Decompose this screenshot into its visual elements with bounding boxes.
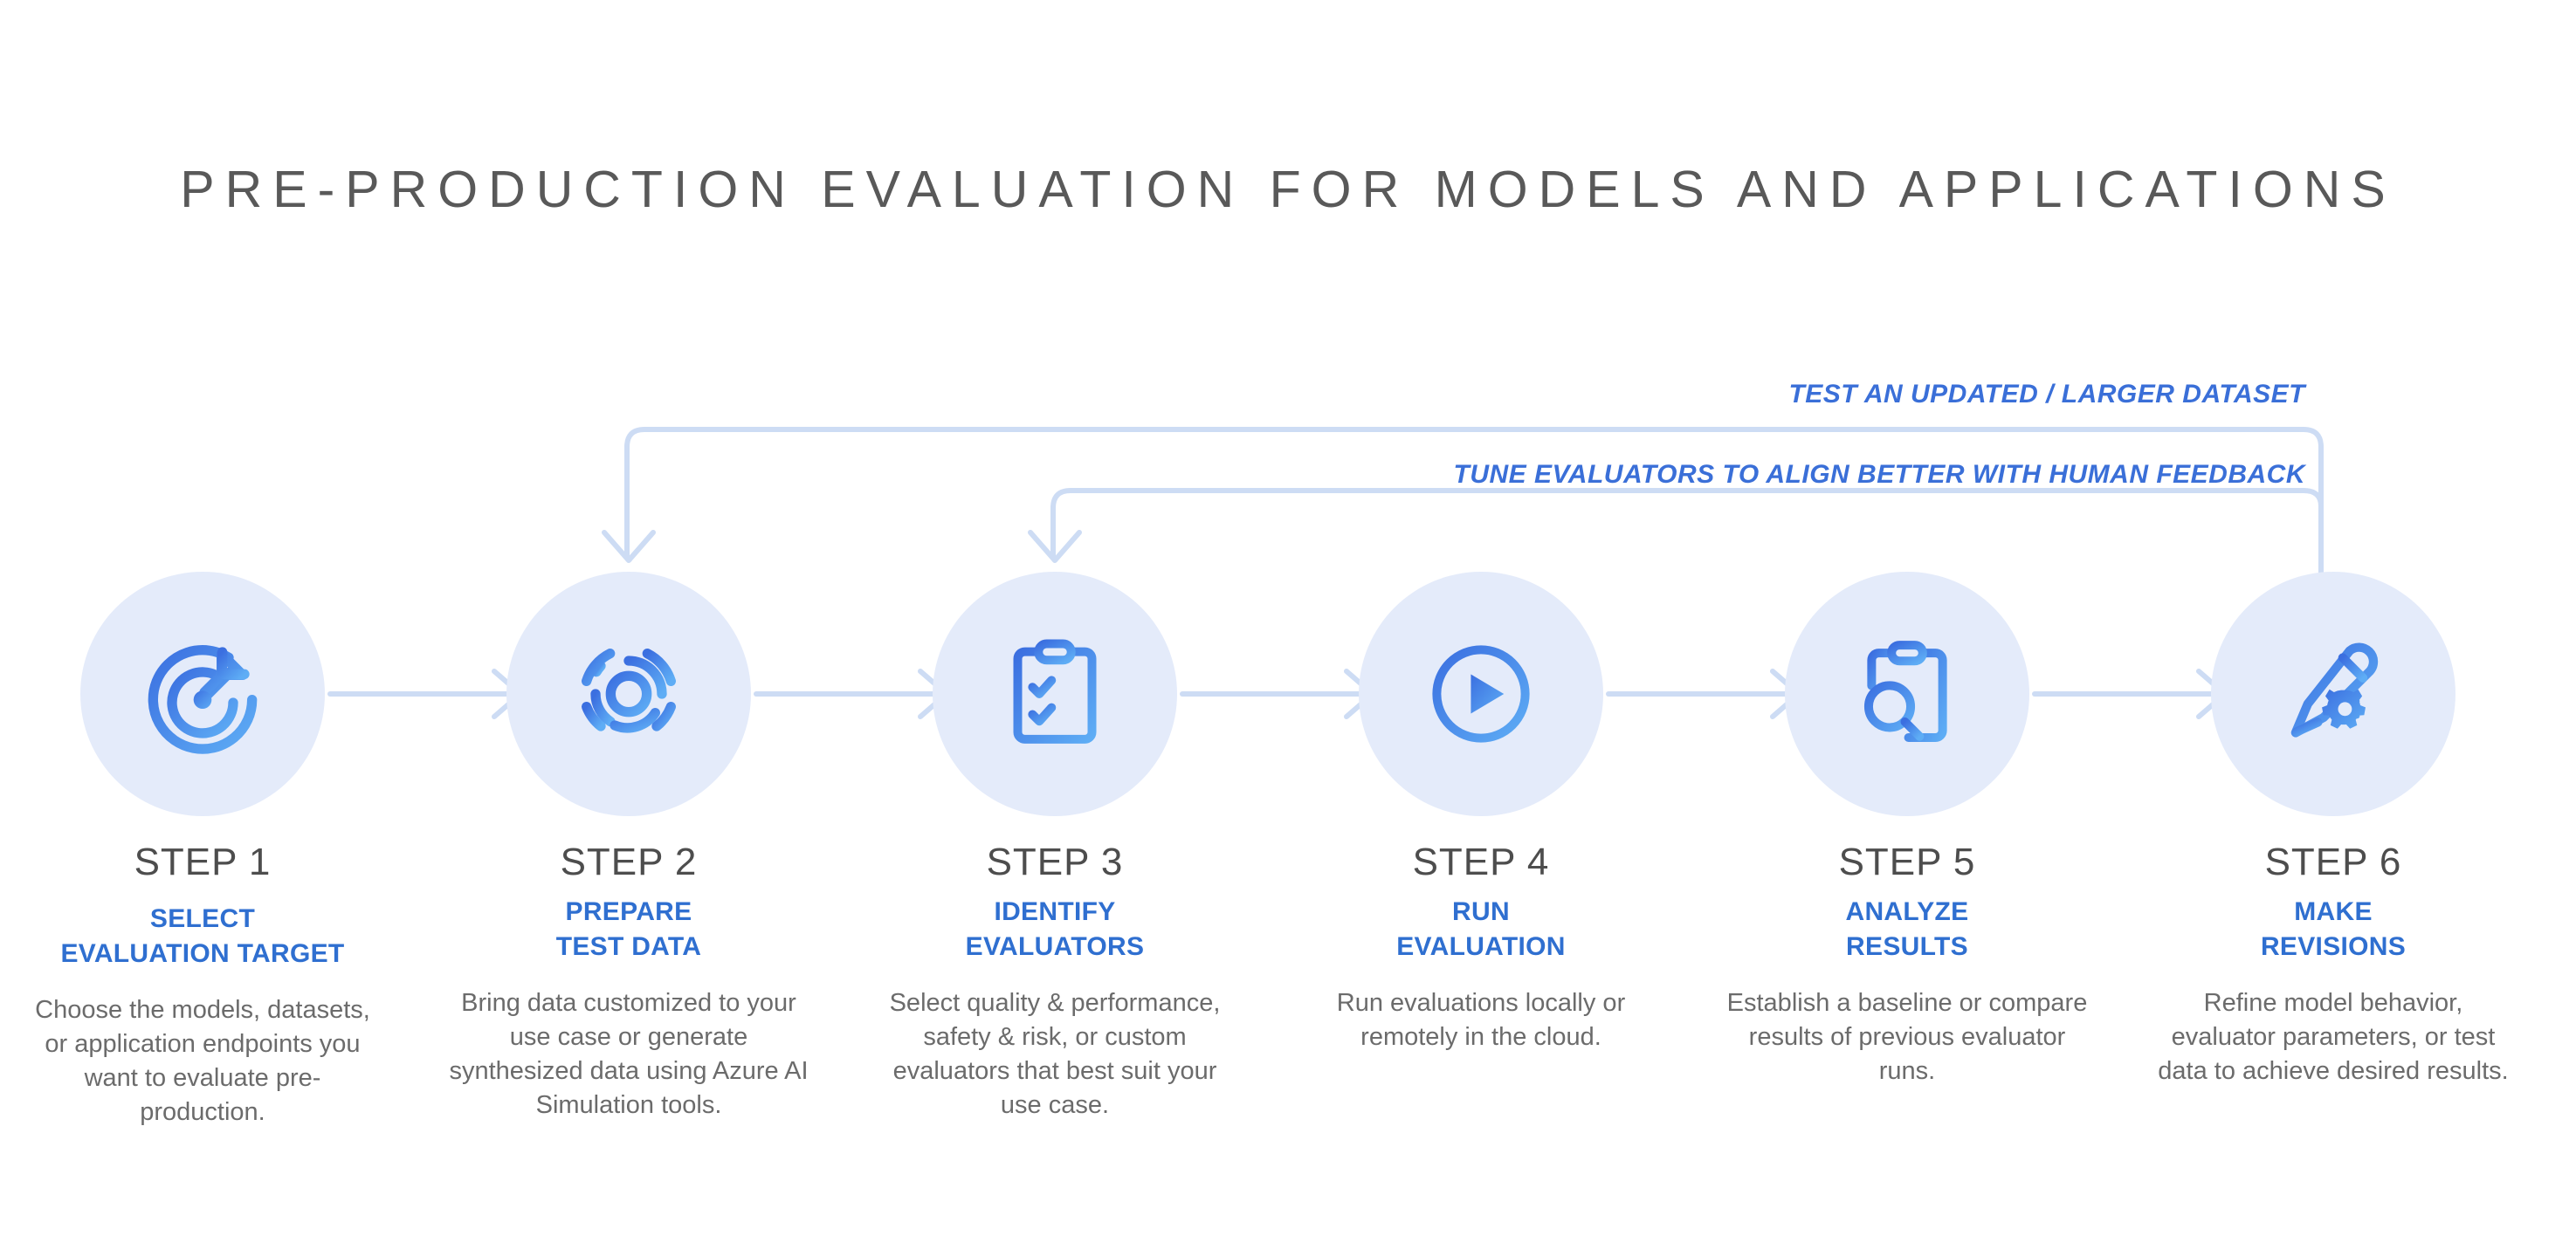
clipboard-checklist-icon [1013, 639, 1097, 744]
step-1-description: Choose the models, datasets, or applicat… [35, 996, 370, 1126]
step-6-number: STEP 6 [2264, 841, 2402, 883]
clipboard-search-icon [1863, 641, 1947, 742]
target-arrow-icon [148, 645, 258, 754]
concentric-rings-icon [582, 649, 676, 733]
step-1-title: SELECT EVALUATION TARGET [0, 902, 408, 971]
step-6-title-line2: REVISIONS [2260, 931, 2407, 961]
step-3-description: Select quality & performance, safety & r… [889, 989, 1221, 1119]
step-3[interactable]: STEP 3 IDENTIFY EVALUATORS Select qualit… [850, 572, 1260, 1123]
step-1-title-line2: EVALUATION TARGET [60, 938, 345, 968]
step-5-description: Establish a baseline or compare results … [1726, 989, 2088, 1086]
step-2-icon-circle [506, 572, 751, 816]
step-1-icon-circle [80, 572, 325, 816]
step-2-title-line1: PREPARE [565, 897, 692, 927]
step-4-title: RUN EVALUATION [1276, 895, 1686, 964]
step-2-title: PREPARE TEST DATA [424, 895, 834, 964]
step-6-title-line1: MAKE [2294, 897, 2373, 927]
step-1-number: STEP 1 [134, 841, 272, 883]
step-5-number: STEP 5 [1838, 841, 1976, 883]
step-5-icon-circle [1785, 572, 2029, 816]
step-4-number: STEP 4 [1412, 841, 1550, 883]
step-1[interactable]: STEP 1 SELECT EVALUATION TARGET Choose t… [0, 572, 408, 1130]
step-5[interactable]: STEP 5 ANALYZE RESULTS Establish a basel… [1702, 572, 2112, 1088]
step-4-icon-circle [1359, 572, 1603, 816]
step-4-title-line1: RUN [1452, 897, 1510, 927]
step-2-number: STEP 2 [560, 841, 698, 883]
page-title: PRE-PRODUCTION EVALUATION FOR MODELS AND… [180, 161, 2396, 218]
step-3-title-line1: IDENTIFY [994, 897, 1116, 927]
step-5-title-line1: ANALYZE [1845, 897, 1969, 927]
step-6-title: MAKE REVISIONS [2128, 895, 2538, 964]
loop-label-test-dataset: TEST AN UPDATED / LARGER DATASET [1788, 380, 2305, 409]
step-3-title-line2: EVALUATORS [965, 931, 1145, 961]
step-6-description: Refine model behavior, evaluator paramet… [2158, 989, 2509, 1086]
step-3-icon-circle [933, 572, 1177, 816]
step-3-title: IDENTIFY EVALUATORS [850, 895, 1260, 964]
play-circle-icon [1432, 645, 1530, 743]
pencil-gear-icon [2290, 642, 2378, 738]
step-4[interactable]: STEP 4 RUN EVALUATION Run evaluations lo… [1276, 572, 1686, 1054]
step-6[interactable]: STEP 6 MAKE REVISIONS Refine model behav… [2128, 572, 2538, 1088]
step-2-title-line2: TEST DATA [555, 931, 702, 961]
step-5-title: ANALYZE RESULTS [1702, 895, 2112, 964]
step-4-title-line2: EVALUATION [1396, 931, 1566, 961]
step-3-number: STEP 3 [986, 841, 1124, 883]
step-6-icon-circle [2211, 572, 2455, 816]
step-4-description: Run evaluations locally or remotely in t… [1336, 989, 1626, 1052]
step-5-title-line2: RESULTS [1846, 931, 1968, 961]
step-2-description: Bring data customized to your use case o… [449, 989, 809, 1119]
step-2[interactable]: STEP 2 PREPARE TEST DATA Bring data cust… [424, 572, 834, 1123]
step-1-title-line1: SELECT [149, 904, 256, 934]
